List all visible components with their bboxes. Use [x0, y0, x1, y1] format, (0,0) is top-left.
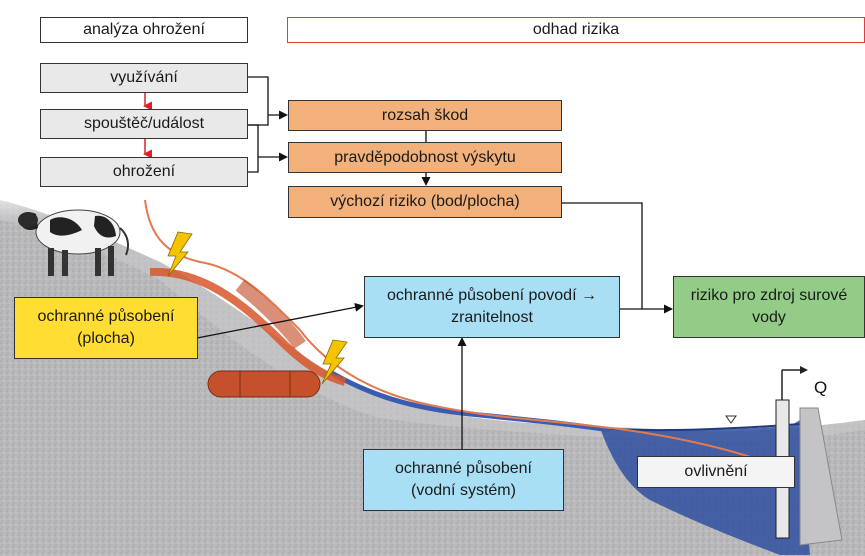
header-hazard-analysis: analýza ohrožení — [40, 17, 248, 43]
catchment-protection-box: ochranné působení povodí → zranitelnost — [364, 276, 620, 338]
damage-box: rozsah škod — [288, 100, 562, 131]
hazard-box: ohrožení — [40, 157, 248, 187]
connector-area-to-catchment — [197, 306, 362, 338]
area-protection-box: ochranné působení (plocha) — [14, 297, 198, 359]
flow-label: Q — [814, 378, 827, 398]
connector-to-damage — [248, 77, 268, 125]
connector-to-probability — [248, 125, 258, 172]
header-risk-estimate: odhad rizika — [287, 17, 865, 43]
trigger-box: spouštěč/událost — [40, 109, 248, 139]
influence-box: ovlivnění — [637, 456, 795, 488]
usage-box: využívání — [40, 63, 248, 93]
water-system-protection-box: ochranné působení (vodní systém) — [363, 449, 564, 511]
initial-risk-box: výchozí riziko (bod/plocha) — [288, 186, 562, 218]
probability-box: pravděpodobnost výskytu — [288, 142, 562, 173]
raw-water-risk-box: riziko pro zdroj surové vody — [673, 276, 865, 338]
